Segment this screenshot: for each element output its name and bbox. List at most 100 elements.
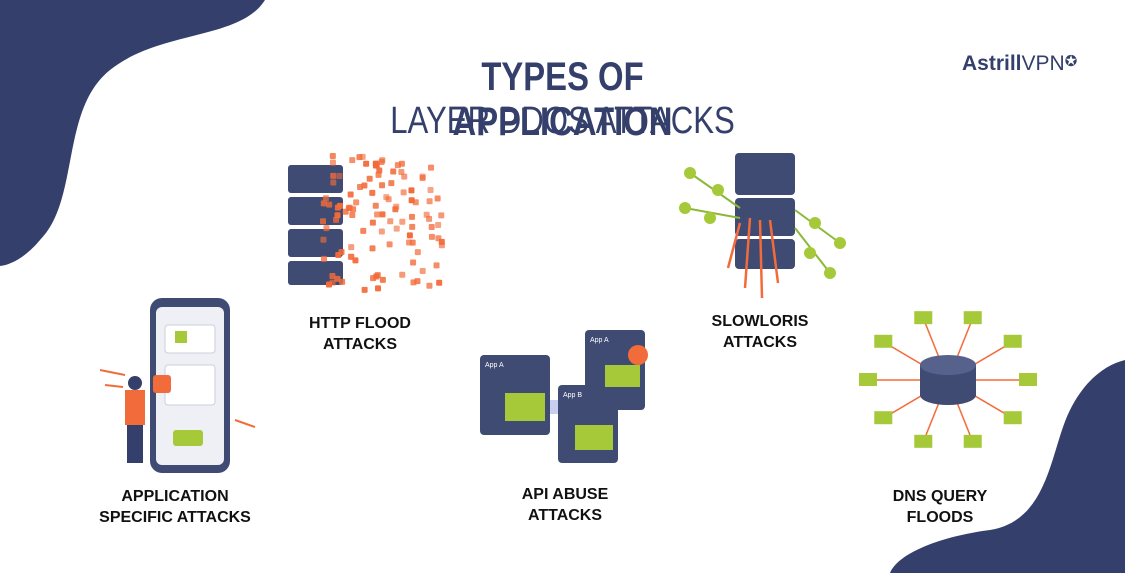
flood-particle — [375, 285, 382, 292]
flood-particle — [423, 211, 430, 218]
flood-particle — [329, 279, 336, 286]
flood-particle — [334, 275, 341, 282]
flood-particle — [336, 173, 343, 180]
flood-particle — [336, 202, 343, 209]
flood-particle — [321, 255, 328, 262]
flood-particle — [379, 211, 386, 218]
flood-particle — [435, 222, 442, 229]
monitor-icon — [1019, 373, 1037, 386]
flood-particle — [323, 225, 330, 232]
server-connections-icon — [679, 153, 846, 299]
flood-particle — [419, 174, 426, 181]
flood-particle — [372, 202, 379, 209]
flood-particle — [390, 168, 397, 175]
flood-particle — [375, 171, 382, 178]
flood-particle — [352, 257, 359, 264]
flood-particle — [349, 212, 356, 219]
flood-particle — [349, 157, 356, 164]
flood-particle — [408, 187, 415, 194]
flood-particle — [406, 232, 413, 239]
svg-text:App A: App A — [590, 337, 609, 344]
flood-particle — [398, 169, 405, 176]
monitor-icon — [874, 334, 893, 348]
flood-particle — [406, 239, 413, 246]
flood-particle — [346, 204, 353, 211]
server-flood-icon — [288, 152, 445, 293]
flood-particle — [339, 278, 346, 285]
flood-particle — [408, 197, 415, 204]
flood-particle — [334, 212, 341, 219]
flood-particle — [438, 242, 445, 249]
flood-particle — [357, 183, 364, 190]
flood-particle — [428, 164, 435, 171]
database-network-icon — [859, 311, 1037, 448]
monitor-icon — [963, 434, 982, 448]
astrill-logo: AstrillVPN✪ — [962, 52, 1078, 75]
flood-particle — [426, 282, 433, 289]
flood-particle — [320, 218, 327, 225]
flood-particle — [366, 175, 373, 182]
flood-particle — [438, 212, 445, 219]
title-line-1: TYPES OF APPLICATION — [452, 55, 673, 144]
flood-particle — [363, 160, 370, 167]
flood-particle — [409, 223, 416, 230]
flood-particle — [369, 245, 376, 252]
flood-particle — [379, 182, 386, 189]
flood-particle — [347, 191, 354, 198]
flood-particle — [361, 286, 368, 293]
flood-particle — [401, 173, 408, 180]
flood-particle — [393, 225, 400, 232]
flood-particle — [387, 218, 394, 225]
flood-particle — [419, 268, 426, 275]
flood-particle — [383, 194, 390, 201]
flood-particle — [436, 279, 443, 286]
flood-particle — [335, 251, 342, 258]
flood-particle — [400, 189, 407, 196]
flood-particle — [333, 216, 340, 223]
flood-particle — [360, 227, 367, 234]
flood-particle — [369, 219, 376, 226]
flood-particle — [320, 236, 327, 243]
flood-particle — [348, 244, 355, 251]
flood-particle — [378, 228, 385, 235]
flood-particle — [320, 200, 327, 207]
flood-particle — [426, 198, 433, 205]
corner-shape-top-left — [0, 0, 265, 266]
flood-particle — [410, 279, 417, 286]
flood-particle — [372, 160, 379, 167]
flood-particle — [388, 180, 395, 187]
flood-particle — [329, 159, 336, 166]
flood-particle — [353, 199, 360, 206]
corner-shape-bottom-right — [890, 360, 1125, 573]
flood-particle — [369, 189, 376, 196]
flood-particle — [435, 235, 442, 242]
flood-particle — [410, 259, 417, 266]
flood-particle — [433, 262, 440, 269]
flood-particle — [408, 213, 415, 220]
phone-attack-icon — [99, 298, 256, 473]
flood-particle — [386, 241, 393, 248]
monitor-icon — [1003, 411, 1022, 425]
title-line-2: LAYER DDOS ATTACKS — [390, 100, 735, 142]
monitor-icon — [963, 311, 982, 325]
monitor-icon — [1003, 334, 1022, 348]
monitor-icon — [874, 411, 893, 425]
flood-particle — [329, 273, 336, 280]
flood-particle — [428, 233, 435, 240]
flood-particle — [326, 201, 333, 208]
monitor-icon — [914, 434, 933, 448]
flood-particle — [330, 172, 337, 179]
flood-particle — [330, 179, 337, 186]
flood-particle — [378, 158, 385, 165]
svg-text:App A: App A — [485, 362, 504, 369]
star-circle-icon: ✪ — [1064, 53, 1078, 70]
flood-particle — [399, 271, 406, 278]
flood-particle — [414, 249, 421, 256]
flood-particle — [428, 223, 435, 230]
